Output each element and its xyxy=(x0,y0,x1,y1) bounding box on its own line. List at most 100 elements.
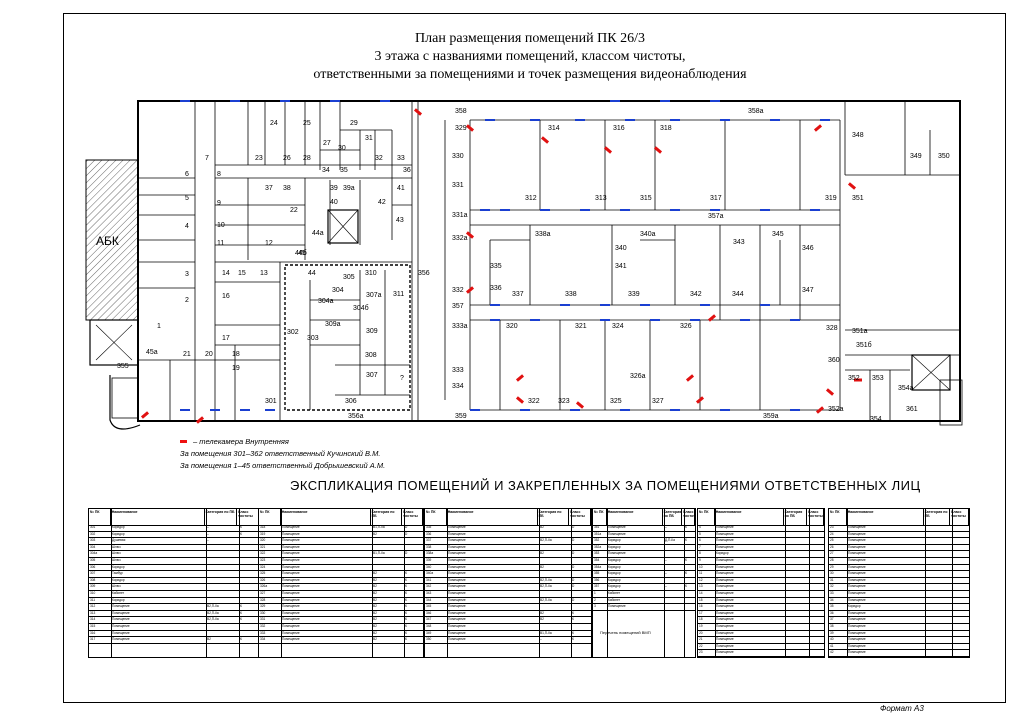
table-cell: Помещение xyxy=(282,564,300,569)
table-cell: 14 xyxy=(699,590,703,595)
room-label-354: 354 xyxy=(870,416,882,423)
room-label-44б: 44б xyxy=(295,249,307,257)
table-cell: Помещение xyxy=(282,637,300,642)
table-cell: 312 xyxy=(90,604,96,609)
table-cell: 7 xyxy=(699,544,701,549)
table-cell: 337 xyxy=(426,538,432,543)
table-cell: 44а xyxy=(699,657,714,658)
table-cell: Помещение xyxy=(716,538,734,543)
table-cell: 350 xyxy=(426,637,432,642)
table-cell: Помещение xyxy=(848,544,866,549)
table-cell: 17 xyxy=(699,610,703,615)
table-cell: В2,П-IIа xyxy=(540,597,552,602)
room-label-359: 359 xyxy=(455,413,467,420)
table-cell: Кабинет xyxy=(112,590,125,595)
table-cell: В1,П-IIа xyxy=(373,551,385,556)
table-cell: Тамбур xyxy=(716,657,784,658)
table-cell: 356 xyxy=(594,577,600,582)
table-cell: Помещение xyxy=(848,584,866,589)
room-label-7: 7 xyxy=(205,155,209,162)
table-cell: В2 xyxy=(540,610,544,615)
table-cell: 327 xyxy=(260,590,266,595)
table-cell: К xyxy=(685,525,687,529)
table-cell: – xyxy=(207,525,209,529)
table-cell: В2 xyxy=(373,597,377,602)
table-cell: Помещение xyxy=(716,604,734,609)
table-cell: К xyxy=(405,597,407,602)
room-label-21: 21 xyxy=(183,351,191,358)
column-divider xyxy=(809,509,810,657)
table-cell: Помещение xyxy=(716,584,734,589)
table-cell: – xyxy=(665,584,667,589)
table-cell: Помещение xyxy=(282,531,300,536)
column-divider xyxy=(447,509,448,657)
table-cell: 349 xyxy=(426,630,432,635)
table-cell: 304 xyxy=(90,544,96,549)
table-cell: К xyxy=(405,590,407,595)
table-cell: Помещение xyxy=(608,551,626,556)
table-cell: Помещение xyxy=(716,650,734,655)
table-cell: Коридор xyxy=(112,564,125,569)
room-label-26: 26 xyxy=(283,155,291,162)
table-cell: К xyxy=(572,610,574,615)
table-cell: 342 xyxy=(426,584,432,589)
table-cell: 29 xyxy=(830,564,834,569)
table-cell: Душевая xyxy=(112,538,126,543)
table-cell: Помещение xyxy=(448,564,466,569)
room-label-341: 341 xyxy=(615,263,627,270)
room-label-18: 18 xyxy=(232,351,240,358)
table-cell: Помещение xyxy=(848,538,866,543)
table-cell: В2,П-IIа xyxy=(540,584,552,589)
table-cell: Помещение xyxy=(448,623,466,628)
table-cell: Помещение xyxy=(716,525,734,529)
table-cell: Помещение xyxy=(448,551,466,556)
table-cell: 315 xyxy=(90,623,96,628)
table-cell: Помещение xyxy=(716,577,734,582)
table-cell: К xyxy=(405,617,407,622)
table-cell: В2 xyxy=(373,577,377,582)
room-label-304а: 304а xyxy=(318,298,334,305)
header-cell: № ПК xyxy=(425,509,447,525)
table-cell: Коридор xyxy=(608,557,621,562)
table-cell: 354а xyxy=(594,564,602,569)
table-cell: – xyxy=(665,525,667,529)
room-label-19: 19 xyxy=(232,365,240,372)
table-cell: Помещение xyxy=(112,630,130,635)
header-cell: Класс чистоты xyxy=(569,509,591,525)
header-cell: Наименование xyxy=(715,509,784,525)
table-cell: Помещение xyxy=(848,590,866,595)
room-label-336: 336 xyxy=(490,285,502,292)
camera-icon xyxy=(180,439,187,443)
table-cell: 346 xyxy=(426,610,432,615)
table-cell: 34 xyxy=(830,597,834,602)
room-label-348: 348 xyxy=(852,132,864,139)
table-cell: В2 xyxy=(540,551,544,556)
table-cell: Коридор xyxy=(608,577,621,582)
room-label-302: 302 xyxy=(287,329,299,336)
table-cell: 344 xyxy=(426,597,432,602)
explication-title: ЭКСПЛИКАЦИЯ ПОМЕЩЕНИЙ И ЗАКРЕПЛЕННЫХ ЗА … xyxy=(290,478,921,493)
